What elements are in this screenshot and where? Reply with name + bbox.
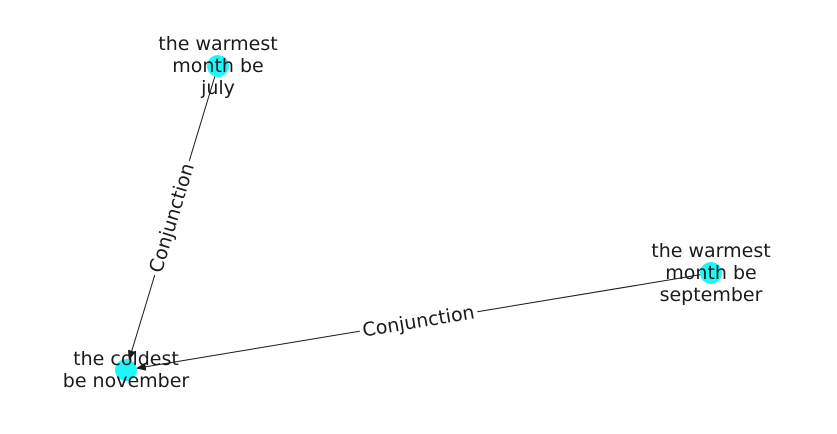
node-n1 — [207, 55, 229, 77]
node-n3 — [115, 359, 137, 381]
edge-label-group: Conjunction — [357, 300, 480, 343]
edge-label: Conjunction — [361, 301, 476, 341]
node-label-line: the warmest — [158, 33, 277, 55]
nodes-layer — [115, 55, 722, 381]
edge-label-background — [357, 300, 480, 343]
node-label-line: month be — [172, 55, 263, 77]
edge-label-group: Conjunction — [144, 157, 200, 279]
node-label-line: july — [200, 77, 235, 99]
node-label-line: month be — [665, 262, 756, 284]
node-label-line: the warmest — [651, 240, 770, 262]
node-label-line: be november — [63, 370, 190, 392]
edge-label-background — [144, 157, 200, 279]
node-n2 — [700, 262, 722, 284]
edge-label: Conjunction — [145, 161, 199, 276]
node-label-line: september — [660, 284, 763, 306]
node-label-line: the coldest — [73, 348, 179, 370]
